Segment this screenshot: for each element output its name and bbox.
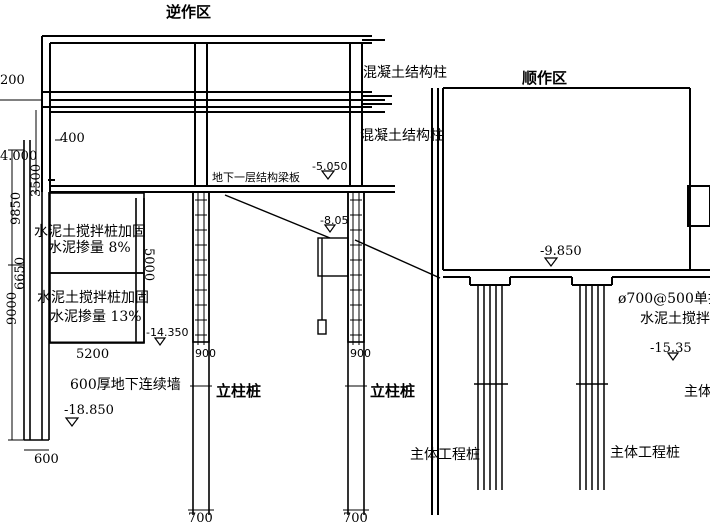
elevation-right-base: -15.35	[650, 341, 692, 356]
label-main-pile-left: 主体工程桩	[410, 446, 480, 463]
label-single-pile-1: ø700@500单排	[618, 291, 710, 307]
label-main-right-edge: 主体	[684, 384, 710, 400]
elevation-forward-base: -9.850	[540, 244, 582, 259]
elevation-mid: -8.05	[320, 214, 348, 227]
label-concrete-column-upper: 混凝土结构柱	[363, 65, 447, 81]
label-cement-pile-a-2: 水泥掺量 8%	[48, 239, 131, 256]
dimension-lines	[0, 99, 369, 511]
strut-lines	[224, 194, 441, 335]
dim-900-left: 900	[195, 347, 216, 360]
label-main-pile-right: 主体工程桩	[610, 444, 680, 461]
dim-5000: 5000	[141, 248, 156, 281]
column-piles	[192, 191, 365, 515]
cement-soil-boxes	[49, 192, 145, 344]
dim-600: 600	[34, 452, 59, 467]
label-cement-pile-a-1: 水泥土搅拌桩加固	[34, 223, 146, 240]
label-concrete-column-lower: 混凝土结构柱	[360, 128, 444, 144]
dim-400: 400	[60, 131, 85, 146]
main-piles	[474, 285, 608, 490]
diaphragm-wall	[23, 140, 50, 441]
label-b1-beam-slab: 地下一层结构梁板	[212, 170, 300, 184]
label-column-pile-left: 立柱桩	[216, 382, 261, 400]
dim-700-left: 700	[188, 511, 213, 526]
dim-9000: 9000	[5, 292, 20, 325]
dim-4000: 4.000	[0, 149, 37, 164]
region-label-forward: 顺作区	[522, 69, 567, 87]
label-single-pile-2: 水泥土搅拌桩	[640, 310, 710, 327]
dim-top-left: 200	[0, 73, 25, 88]
dim-900-right: 900	[350, 347, 371, 360]
dim-700-right: 700	[343, 511, 368, 526]
dim-5200: 5200	[76, 347, 109, 362]
dim-6650: 6650	[13, 257, 28, 290]
label-diaphragm-wall: 600厚地下连续墙	[70, 376, 181, 393]
upper-frame	[41, 35, 392, 192]
column-pile-hatching	[190, 192, 367, 387]
elevation-markers	[64, 170, 680, 427]
dim-9850: 9850	[9, 192, 24, 225]
label-cement-pile-b-2: 水泥掺量 13%	[50, 308, 142, 325]
label-cement-pile-b-1: 水泥土搅拌桩加固	[37, 289, 149, 306]
region-label-reverse: 逆作区	[166, 3, 211, 21]
dim-3500: 3500	[29, 164, 44, 197]
b1-slab	[48, 179, 395, 193]
elevation-b1: -5.050	[312, 160, 347, 173]
elevation-cement-base: -14.350	[146, 326, 188, 339]
label-column-pile-right: 立柱桩	[370, 382, 415, 400]
elevation-wall-base: -18.850	[64, 403, 114, 418]
